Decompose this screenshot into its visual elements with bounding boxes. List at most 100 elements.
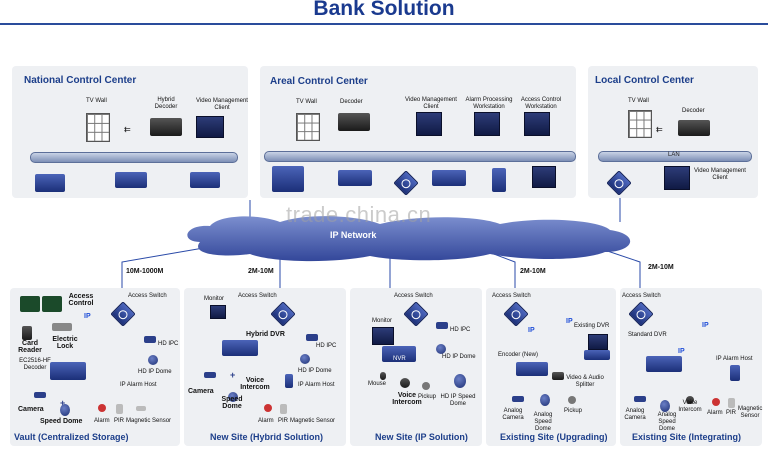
ip-hd-ip-dome-label: HD IP Dome bbox=[442, 354, 476, 360]
int-standard-dvr-label: Standard DVR bbox=[628, 332, 667, 338]
monitor-icon bbox=[664, 166, 690, 190]
hybrid-decoder-icon bbox=[150, 118, 182, 136]
nvr-icon bbox=[382, 346, 416, 362]
camera-icon bbox=[436, 322, 448, 329]
hybrid-voice-intercom-label: Voice Intercom bbox=[240, 377, 270, 391]
server-icon bbox=[432, 170, 466, 186]
card-reader-icon bbox=[22, 326, 32, 340]
int-ip-label-2: IP bbox=[678, 348, 685, 355]
dome-camera-icon bbox=[148, 355, 158, 365]
vault-alarm-label: Alarm bbox=[94, 418, 110, 424]
title-underline bbox=[0, 23, 768, 25]
int-magnetic-label: Magnetic Sensor bbox=[738, 406, 763, 419]
electric-lock-icon bbox=[52, 323, 72, 331]
upg-ip-label-2: IP bbox=[528, 327, 535, 334]
bandwidth-integrating: 2M-10M bbox=[648, 264, 674, 271]
arrows-icon: ⇇ bbox=[656, 125, 663, 134]
ip-network-label: IP Network bbox=[330, 230, 377, 240]
lan-label: LAN bbox=[668, 152, 680, 158]
vault-site-panel bbox=[10, 288, 180, 446]
hybrid-dvr-label: Hybrid DVR bbox=[246, 331, 285, 338]
camera-icon bbox=[204, 372, 216, 378]
int-alarm-label: Alarm bbox=[707, 410, 723, 416]
dvr-icon bbox=[646, 356, 682, 372]
intercom-icon bbox=[686, 396, 694, 404]
national-panel-title: National Control Center bbox=[24, 75, 137, 86]
vault-access-switch-label: Access Switch bbox=[128, 293, 167, 299]
upg-ip-label-1: IP bbox=[566, 318, 573, 325]
vault-alarm-host-label: IP Alarm Host bbox=[120, 382, 157, 388]
vault-hd-ip-dome-label: HD IP Dome bbox=[138, 369, 172, 375]
ip-voice-intercom-label: Voice Intercom bbox=[392, 392, 422, 406]
dome-camera-icon bbox=[300, 354, 310, 364]
upg-analog-camera-label: Analog Camera bbox=[502, 408, 524, 421]
vault-hd-ipc-label: HD IPC bbox=[158, 341, 179, 347]
int-access-switch-label: Access Switch bbox=[622, 293, 661, 299]
tv-wall-icon bbox=[628, 110, 652, 138]
plus-icon: + bbox=[60, 398, 66, 408]
speed-dome-icon bbox=[228, 392, 238, 402]
storage-icon bbox=[272, 166, 304, 192]
dome-camera-icon bbox=[436, 344, 446, 354]
monitor-icon bbox=[210, 305, 226, 319]
arrows-icon: ⇇ bbox=[124, 125, 131, 134]
monitor-icon bbox=[416, 112, 442, 136]
speed-dome-icon bbox=[540, 394, 550, 406]
vault-access-control-label: Access Control bbox=[68, 293, 94, 307]
local-decoder-label: Decoder bbox=[682, 108, 705, 114]
areal-access-ws-label: Access Control Workstation bbox=[520, 97, 562, 110]
vault-speed-dome-label: Speed Dome bbox=[40, 418, 83, 425]
vault-decoder-label: EC2516-HF Decoder bbox=[19, 358, 51, 371]
access-panel-icon bbox=[20, 296, 40, 312]
local-panel-title: Local Control Center bbox=[595, 75, 694, 86]
local-tv-wall-label: TV Wall bbox=[628, 98, 649, 104]
ip-speed-dome-label: HD IP Speed Dome bbox=[440, 394, 476, 407]
alarm-icon bbox=[264, 404, 272, 412]
monitor-icon bbox=[196, 116, 224, 138]
pickup-icon bbox=[422, 382, 430, 390]
vault-ip-label: IP bbox=[84, 313, 91, 320]
tv-wall-icon bbox=[86, 113, 110, 142]
decoder-icon bbox=[338, 113, 370, 131]
local-lan-bar bbox=[598, 151, 752, 162]
vault-electric-lock-label: Electric Lock bbox=[52, 336, 78, 350]
ip-nvr-label: NVR bbox=[393, 356, 406, 362]
upgrading-caption: Existing Site (Upgrading) bbox=[500, 432, 608, 442]
speed-dome-icon bbox=[660, 400, 670, 412]
access-panel-icon bbox=[42, 296, 62, 312]
encoder-icon bbox=[516, 362, 548, 376]
monitor-icon bbox=[474, 112, 500, 136]
int-pir-label: PIR bbox=[726, 410, 737, 416]
ip-hd-ipc-label: HD IPC bbox=[450, 327, 471, 333]
national-vmc-label: Video Management Client bbox=[196, 98, 248, 111]
ip-monitor-label: Monitor bbox=[372, 318, 393, 324]
camera-icon bbox=[512, 396, 524, 402]
national-tv-wall-label: TV Wall bbox=[86, 98, 107, 104]
ip-solution-caption: New Site (IP Solution) bbox=[375, 432, 468, 442]
vault-card-reader-label: Card Reader bbox=[18, 340, 42, 354]
areal-lan-bar bbox=[264, 151, 576, 162]
areal-decoder-label: Decoder bbox=[340, 99, 363, 105]
camera-icon bbox=[634, 396, 646, 402]
vault-magnetic-label: Magnetic Sensor bbox=[126, 418, 172, 424]
hybrid-caption: New Site (Hybrid Solution) bbox=[210, 432, 324, 442]
int-ip-label-1: IP bbox=[702, 322, 709, 329]
monitor-icon bbox=[532, 166, 556, 188]
int-analog-camera-label: Analog Camera bbox=[624, 408, 646, 421]
areal-alarm-ws-label: Alarm Processing Workstation bbox=[465, 97, 513, 110]
monitor-icon bbox=[524, 112, 550, 136]
int-analog-speed-dome-label: Analog Speed Dome bbox=[657, 412, 677, 432]
server-icon bbox=[115, 172, 147, 188]
local-vmc-label: Video Management Client bbox=[694, 168, 746, 181]
hybrid-magnetic-label: Magnetic Sensor bbox=[290, 418, 336, 424]
tower-server-icon bbox=[492, 168, 506, 192]
hybrid-camera-label: Camera bbox=[188, 388, 214, 395]
server-icon bbox=[338, 170, 372, 186]
ip-mouse-label: Mouse bbox=[368, 381, 387, 387]
areal-tv-wall-label: TV Wall bbox=[296, 99, 317, 105]
national-lan-bar bbox=[30, 152, 238, 163]
decoder-icon bbox=[50, 362, 86, 380]
ip-access-switch-label: Access Switch bbox=[394, 293, 433, 299]
magnetic-sensor-icon bbox=[136, 406, 146, 411]
monitor-icon bbox=[372, 327, 394, 345]
